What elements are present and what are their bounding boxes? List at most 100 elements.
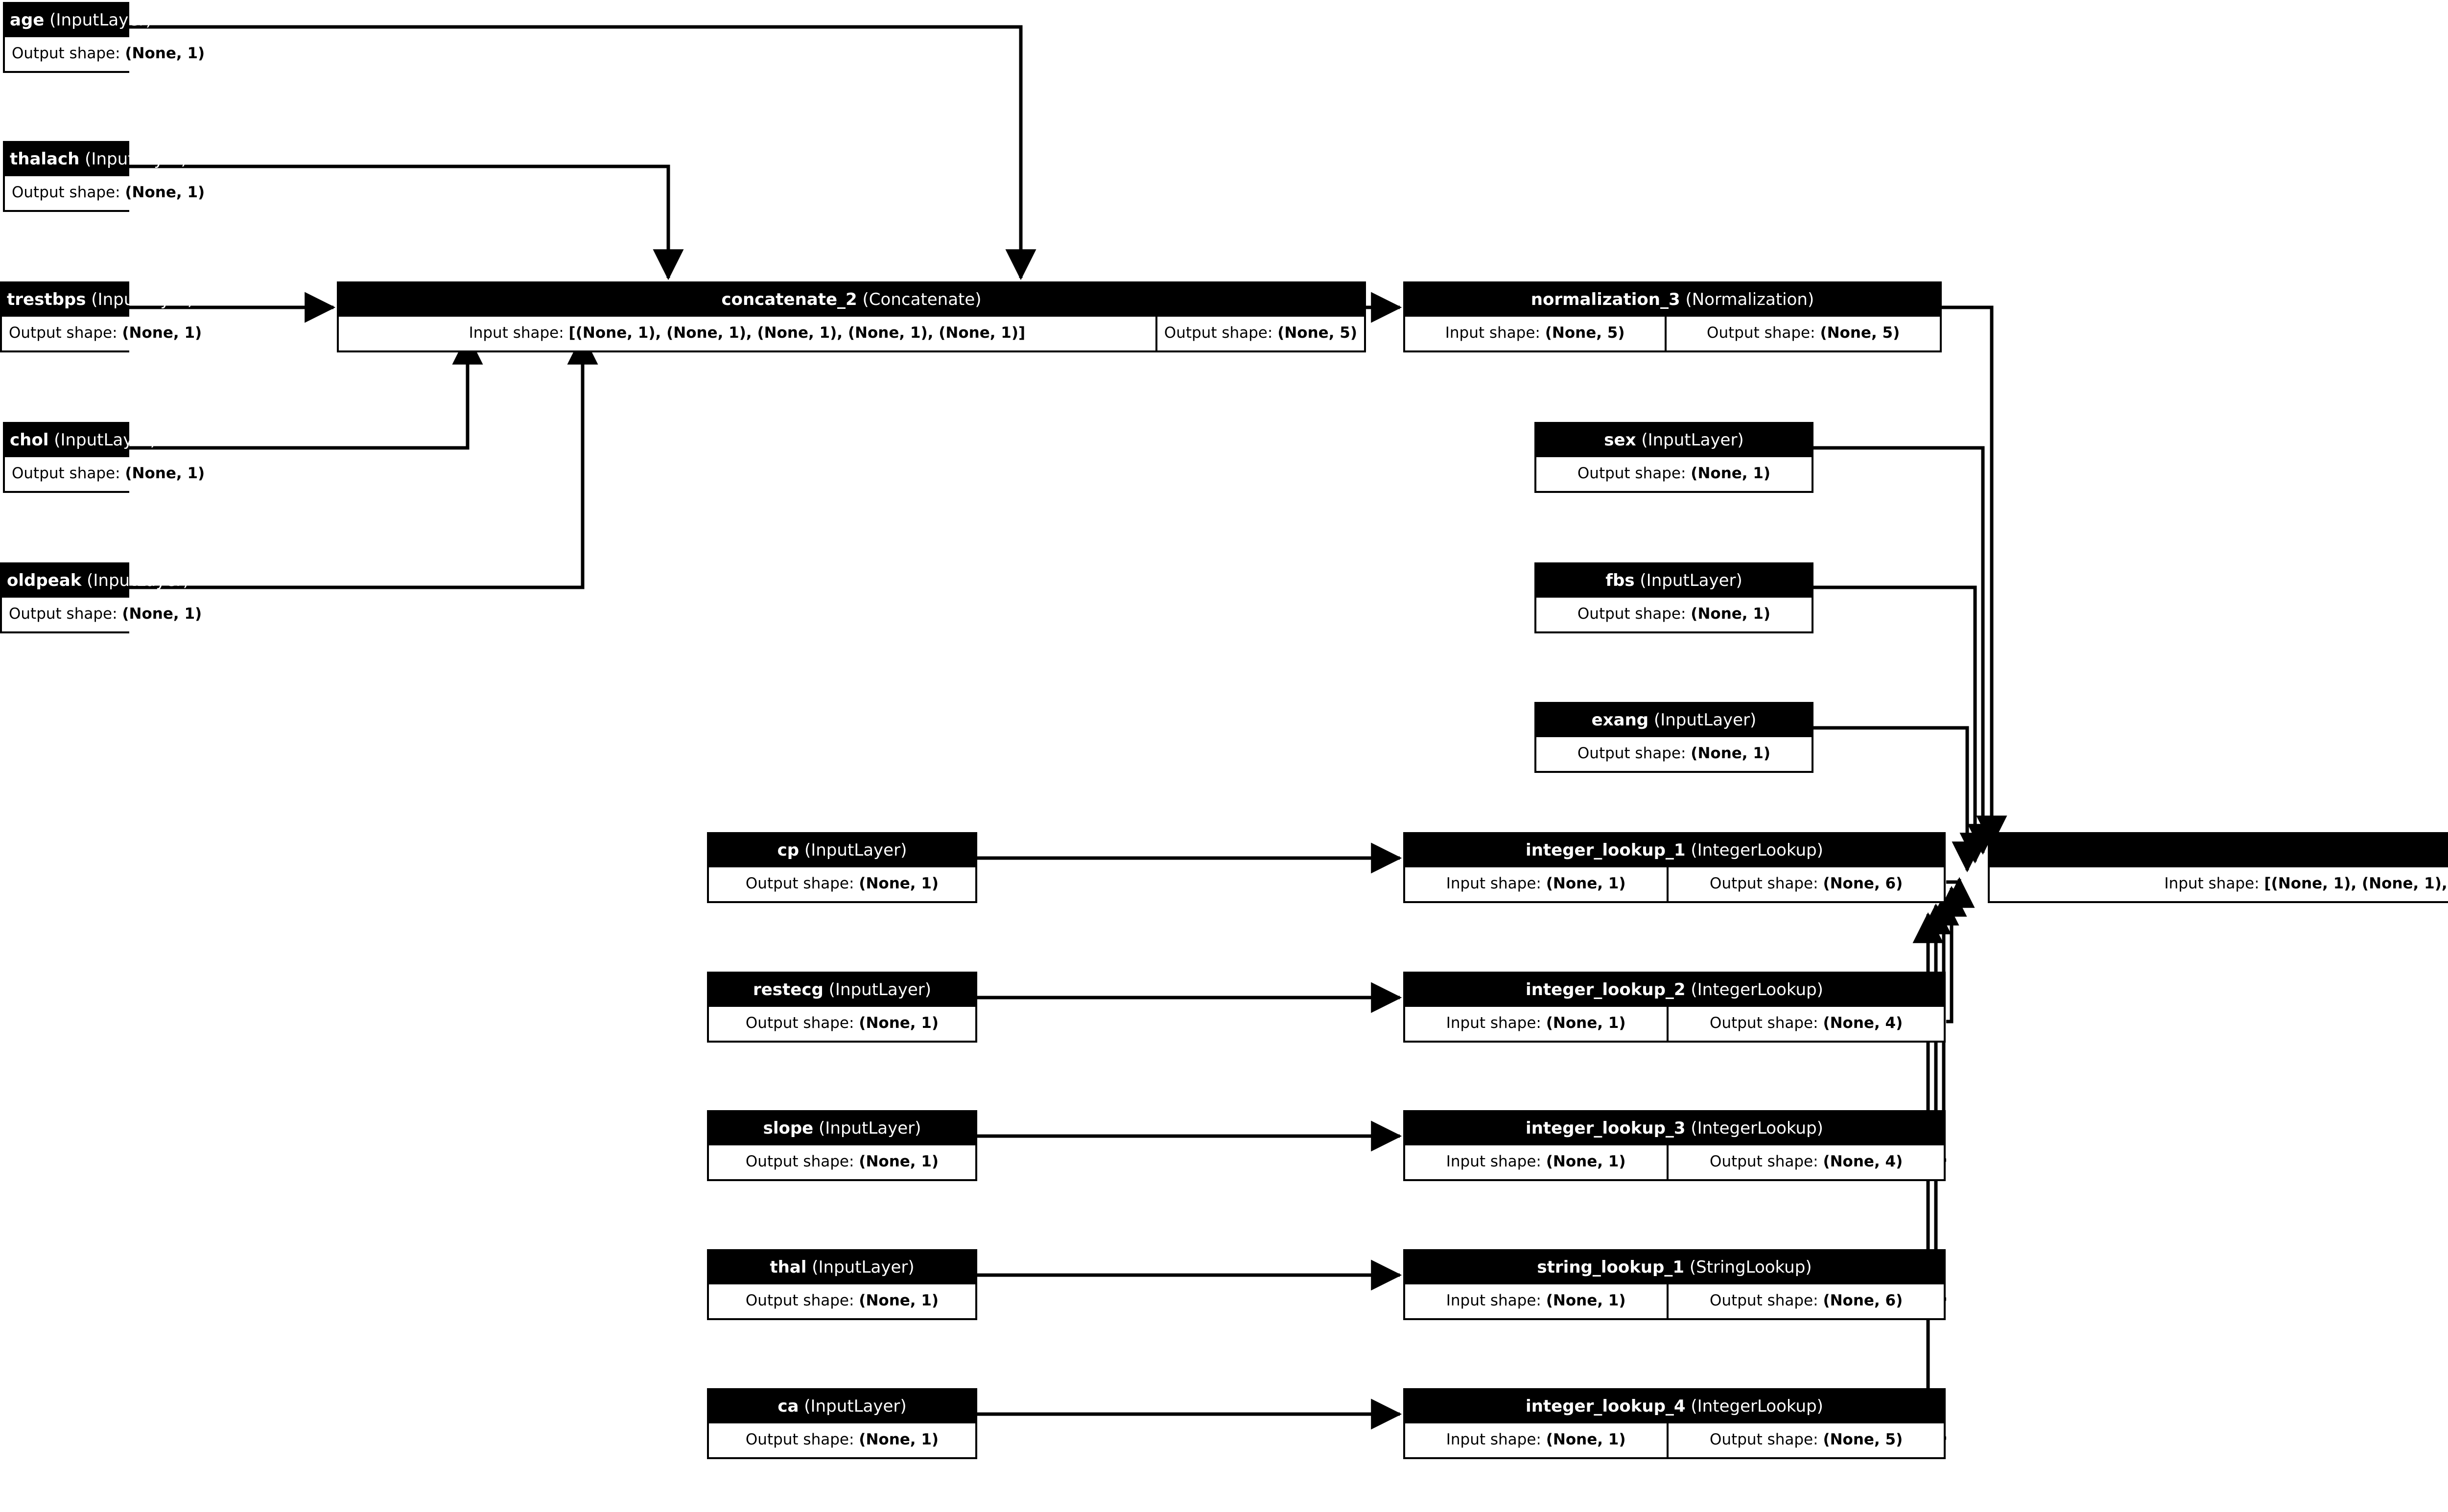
node-chol-output-shape: (None, 1) bbox=[125, 465, 205, 482]
node-sex-output-cell: Output shape: (None, 1) bbox=[1536, 457, 1812, 491]
node-string-lookup-1-input-cell: Input shape: (None, 1) bbox=[1405, 1284, 1667, 1318]
node-concatenate-2-input-shape: [(None, 1), (None, 1), (None, 1), (None,… bbox=[568, 324, 1026, 342]
edge-sex-to-concatenate3 bbox=[1813, 446, 1999, 855]
node-restecg-class: (InputLayer) bbox=[828, 980, 932, 1000]
node-oldpeak-class: (InputLayer) bbox=[87, 571, 189, 590]
node-trestbps[interactable]: trestbps (InputLayer) Output shape: (Non… bbox=[0, 281, 209, 352]
node-integer-lookup-4-class: (IntegerLookup) bbox=[1691, 1396, 1823, 1416]
node-oldpeak-output-cell: Output shape: (None, 1) bbox=[2, 598, 209, 631]
edge-integerlookup2-to-concatenate3 bbox=[1936, 885, 1967, 1024]
node-fbs-name: fbs bbox=[1605, 571, 1635, 590]
node-integer-lookup-3-title: integer_lookup_3 (IntegerLookup) bbox=[1405, 1112, 1944, 1145]
node-chol[interactable]: chol (InputLayer) Output shape: (None, 1… bbox=[3, 422, 212, 493]
edge-age-to-concatenate2 bbox=[129, 25, 1036, 280]
node-concatenate-2-class: (Concatenate) bbox=[862, 290, 982, 309]
node-restecg[interactable]: restecg (InputLayer) Output shape: (None… bbox=[707, 972, 977, 1043]
node-integer-lookup-3[interactable]: integer_lookup_3 (IntegerLookup) Input s… bbox=[1403, 1110, 1946, 1181]
node-integer-lookup-1-name: integer_lookup_1 bbox=[1526, 840, 1686, 860]
node-oldpeak-output-label: Output shape: bbox=[9, 605, 122, 623]
node-integer-lookup-1-class: (IntegerLookup) bbox=[1691, 840, 1823, 860]
node-string-lookup-1-output-label: Output shape: bbox=[1710, 1292, 1823, 1309]
node-trestbps-title: trestbps (InputLayer) bbox=[2, 283, 194, 317]
node-age-name: age bbox=[10, 10, 45, 30]
node-normalization-3-name: normalization_3 bbox=[1530, 290, 1680, 309]
node-concatenate-2-name: concatenate_2 bbox=[721, 290, 857, 309]
node-slope[interactable]: slope (InputLayer) Output shape: (None, … bbox=[707, 1110, 977, 1181]
node-concatenate-2-input-cell: Input shape: [(None, 1), (None, 1), (Non… bbox=[339, 317, 1155, 350]
node-integer-lookup-1-input-cell: Input shape: (None, 1) bbox=[1405, 867, 1667, 901]
node-fbs-class: (InputLayer) bbox=[1640, 571, 1742, 590]
node-thal[interactable]: thal (InputLayer) Output shape: (None, 1… bbox=[707, 1249, 977, 1320]
node-integer-lookup-2[interactable]: integer_lookup_2 (IntegerLookup) Input s… bbox=[1403, 972, 1946, 1043]
node-normalization-3-output-cell: Output shape: (None, 5) bbox=[1667, 317, 1940, 350]
node-integer-lookup-2-name: integer_lookup_2 bbox=[1526, 980, 1686, 1000]
node-string-lookup-1-output-cell: Output shape: (None, 6) bbox=[1669, 1284, 1944, 1318]
node-normalization-3-input-shape: (None, 5) bbox=[1545, 324, 1625, 342]
node-oldpeak[interactable]: oldpeak (InputLayer) Output shape: (None… bbox=[0, 562, 209, 633]
node-integer-lookup-1-output-cell: Output shape: (None, 6) bbox=[1669, 867, 1944, 901]
node-integer-lookup-4-title: integer_lookup_4 (IntegerLookup) bbox=[1405, 1390, 1944, 1423]
node-ca[interactable]: ca (InputLayer) Output shape: (None, 1) bbox=[707, 1388, 977, 1459]
node-normalization-3-output-shape: (None, 5) bbox=[1820, 324, 1900, 342]
node-string-lookup-1-name: string_lookup_1 bbox=[1537, 1257, 1685, 1277]
node-concatenate-3-title: concatenate_3 (Concatenate) bbox=[1990, 834, 2448, 867]
node-integer-lookup-4-input-label: Input shape: bbox=[1446, 1431, 1546, 1448]
node-cp-class: (InputLayer) bbox=[804, 840, 907, 860]
node-integer-lookup-1-output-shape: (None, 6) bbox=[1823, 875, 1903, 892]
node-oldpeak-title: oldpeak (InputLayer) bbox=[2, 564, 189, 598]
node-normalization-3[interactable]: normalization_3 (Normalization) Input sh… bbox=[1403, 281, 1942, 352]
node-integer-lookup-1-title: integer_lookup_1 (IntegerLookup) bbox=[1405, 834, 1944, 867]
node-integer-lookup-3-input-shape: (None, 1) bbox=[1546, 1153, 1626, 1170]
node-integer-lookup-1-input-label: Input shape: bbox=[1446, 875, 1546, 892]
node-integer-lookup-1-output-label: Output shape: bbox=[1710, 875, 1823, 892]
node-integer-lookup-4-output-shape: (None, 5) bbox=[1823, 1431, 1903, 1448]
node-normalization-3-output-label: Output shape: bbox=[1707, 324, 1820, 342]
node-fbs-output-shape: (None, 1) bbox=[1691, 605, 1771, 623]
node-concatenate-2-output-shape: (None, 5) bbox=[1277, 324, 1357, 342]
node-integer-lookup-1[interactable]: integer_lookup_1 (IntegerLookup) Input s… bbox=[1403, 832, 1946, 903]
node-concatenate-2-title: concatenate_2 (Concatenate) bbox=[339, 283, 1364, 317]
node-thalach-name: thalach bbox=[10, 149, 80, 169]
node-cp[interactable]: cp (InputLayer) Output shape: (None, 1) bbox=[707, 832, 977, 903]
node-integer-lookup-1-input-shape: (None, 1) bbox=[1546, 875, 1626, 892]
node-restecg-output-cell: Output shape: (None, 1) bbox=[709, 1007, 975, 1041]
node-integer-lookup-2-input-cell: Input shape: (None, 1) bbox=[1405, 1007, 1667, 1041]
node-thalach-class: (InputLayer) bbox=[85, 149, 188, 169]
node-integer-lookup-2-title: integer_lookup_2 (IntegerLookup) bbox=[1405, 974, 1944, 1007]
node-integer-lookup-2-input-shape: (None, 1) bbox=[1546, 1014, 1626, 1032]
node-slope-title: slope (InputLayer) bbox=[709, 1112, 975, 1145]
node-thalach-output-cell: Output shape: (None, 1) bbox=[5, 176, 212, 210]
node-age-output-label: Output shape: bbox=[12, 45, 125, 62]
node-age-output-cell: Output shape: (None, 1) bbox=[5, 37, 212, 71]
node-fbs-output-label: Output shape: bbox=[1577, 605, 1691, 623]
node-fbs-output-cell: Output shape: (None, 1) bbox=[1536, 598, 1812, 631]
node-ca-output-shape: (None, 1) bbox=[859, 1431, 939, 1448]
node-integer-lookup-3-output-label: Output shape: bbox=[1710, 1153, 1823, 1170]
node-concatenate-3[interactable]: concatenate_3 (Concatenate) Input shape:… bbox=[1988, 832, 2448, 903]
node-concatenate-2[interactable]: concatenate_2 (Concatenate) Input shape:… bbox=[337, 281, 1366, 352]
node-exang[interactable]: exang (InputLayer) Output shape: (None, … bbox=[1534, 702, 1813, 773]
node-chol-class: (InputLayer) bbox=[54, 430, 157, 450]
node-string-lookup-1-class: (StringLookup) bbox=[1689, 1257, 1812, 1277]
node-thalach-title: thalach (InputLayer) bbox=[5, 143, 188, 176]
node-string-lookup-1[interactable]: string_lookup_1 (StringLookup) Input sha… bbox=[1403, 1249, 1946, 1320]
node-integer-lookup-3-input-cell: Input shape: (None, 1) bbox=[1405, 1145, 1667, 1179]
node-concatenate-2-output-cell: Output shape: (None, 5) bbox=[1157, 317, 1364, 350]
node-thalach[interactable]: thalach (InputLayer) Output shape: (None… bbox=[3, 141, 212, 212]
edge-chol-to-concatenate2 bbox=[129, 333, 483, 450]
node-trestbps-name: trestbps bbox=[7, 290, 86, 309]
node-slope-name: slope bbox=[763, 1118, 814, 1138]
node-age[interactable]: age (InputLayer) Output shape: (None, 1) bbox=[3, 2, 212, 73]
node-age-class: (InputLayer) bbox=[49, 10, 152, 30]
node-string-lookup-1-output-shape: (None, 6) bbox=[1823, 1292, 1903, 1309]
node-integer-lookup-4-output-cell: Output shape: (None, 5) bbox=[1669, 1423, 1944, 1457]
node-slope-output-cell: Output shape: (None, 1) bbox=[709, 1145, 975, 1179]
node-integer-lookup-3-output-cell: Output shape: (None, 4) bbox=[1669, 1145, 1944, 1179]
node-integer-lookup-3-output-shape: (None, 4) bbox=[1823, 1153, 1903, 1170]
node-integer-lookup-3-name: integer_lookup_3 bbox=[1526, 1118, 1686, 1138]
node-integer-lookup-2-class: (IntegerLookup) bbox=[1691, 980, 1823, 1000]
node-integer-lookup-4[interactable]: integer_lookup_4 (IntegerLookup) Input s… bbox=[1403, 1388, 1946, 1459]
node-fbs[interactable]: fbs (InputLayer) Output shape: (None, 1) bbox=[1534, 562, 1813, 633]
node-sex[interactable]: sex (InputLayer) Output shape: (None, 1) bbox=[1534, 422, 1813, 493]
node-string-lookup-1-title: string_lookup_1 (StringLookup) bbox=[1405, 1251, 1944, 1284]
